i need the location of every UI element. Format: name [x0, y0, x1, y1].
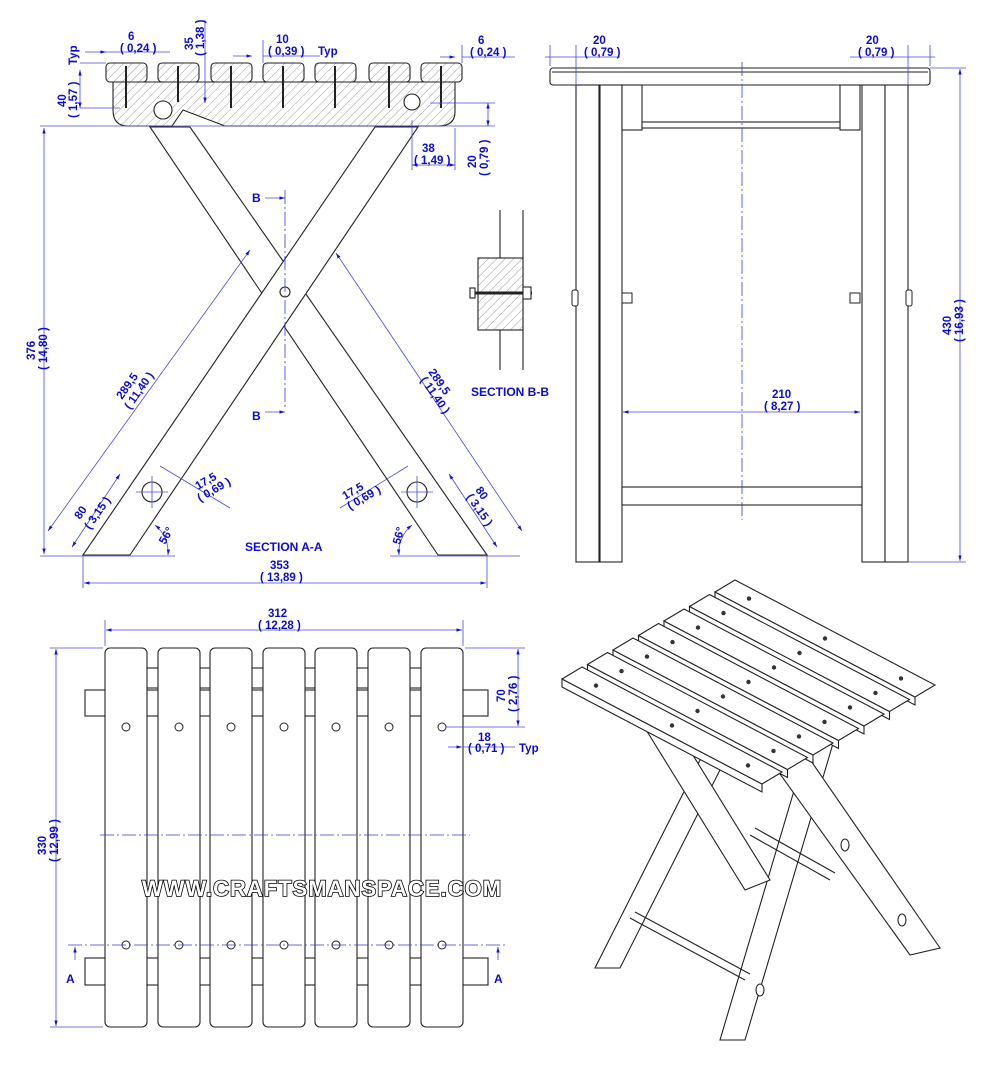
dim-screw-depth-in: ( 1,38 ) [195, 19, 207, 56]
top-view: A A 312 ( 12,28 ) 330 ( 12,99 ) 70 ( 2,7… [37, 608, 539, 1028]
dim-seat-thickness-mm: 40 [57, 94, 69, 107]
screw-icon [669, 723, 675, 728]
section-bb-view: SECTION B-B [469, 210, 549, 399]
dim-slat-edge-left-mm: 6 [128, 31, 134, 43]
dim-base-width-mm: 353 [270, 560, 289, 572]
dim-hole-height-in: ( 0,79 ) [479, 139, 491, 176]
dim-screw-edge-in: ( 0,71 ) [468, 743, 505, 755]
screw-icon [797, 650, 802, 656]
dim-hole-height-mm: 20 [467, 155, 479, 168]
isometric-view [560, 579, 941, 1041]
dim-inner-width-in: ( 8,27 ) [764, 401, 801, 413]
dim-screw-offset-in: ( 2,76 ) [508, 675, 520, 712]
dim-seat-thickness-in: ( 1,57 ) [68, 81, 80, 118]
screw-icon [746, 679, 751, 685]
screw-icon [796, 734, 802, 739]
dim-slat-edge-right-in: ( 0,24 ) [470, 47, 507, 59]
dim-overhang-right-mm: 20 [866, 35, 879, 47]
dim-height-mm: 430 [942, 316, 954, 335]
iso-slats [560, 579, 937, 793]
watermark: WWW.CRAFTSMANSPACE.COM [142, 876, 502, 901]
screw-icon [898, 676, 904, 681]
screw-icon [695, 708, 700, 714]
top-view-slats [104, 647, 464, 1028]
dim-width-mm: 312 [268, 608, 287, 620]
screw-icon [670, 639, 675, 645]
cut-label-a-left: A [66, 972, 75, 986]
screw-icon [644, 654, 650, 659]
dim-width-in: ( 12,28 ) [258, 620, 301, 632]
front-view: 20 ( 0,79 ) 20 ( 0,79 ) 430 ( 16,93 ) 21… [545, 35, 966, 563]
dim-height-in: ( 16,93 ) [954, 299, 966, 342]
dim-inner-width-mm: 210 [772, 389, 791, 401]
screw-icon [771, 665, 777, 670]
dim-overhang-left-mm: 20 [593, 35, 606, 47]
screw-icon [873, 690, 878, 696]
dim-screw-edge-typ: Typ [519, 743, 539, 755]
pivot-hole-left [153, 100, 173, 120]
pivot-hole-right [403, 93, 421, 111]
dim-angle-left: 56° [157, 525, 176, 546]
screw-icon [822, 636, 828, 641]
dim-depth-mm: 330 [37, 836, 49, 855]
section-aa-title: SECTION A-A [245, 540, 323, 554]
cut-label-b-top: B [252, 191, 261, 205]
dim-total-height-mm: 376 [26, 341, 38, 360]
screw-icon [695, 625, 701, 630]
dim-total-height-in: ( 14,80 ) [38, 327, 50, 370]
screw-icon [847, 705, 853, 710]
dim-hole-offset-mm: 38 [422, 143, 435, 155]
screw-icon [822, 719, 827, 725]
dim-hole-offset-in: ( 1,49 ) [414, 155, 451, 167]
screw-icon [720, 694, 726, 699]
dim-slat-gap-mm: 10 [276, 34, 289, 46]
dim-slat-gap-in: ( 0,39 ) [268, 46, 305, 58]
dim-depth-in: ( 12,99 ) [49, 819, 61, 862]
dim-screw-offset-mm: 70 [496, 689, 508, 702]
dim-slat-edge-left-in: ( 0,24 ) [120, 43, 157, 55]
bolts [571, 289, 913, 307]
dim-slat-edge-right-mm: 6 [478, 35, 484, 47]
screw-icon [619, 668, 624, 674]
screw-icon [746, 596, 752, 601]
dim-base-width-in: ( 13,89 ) [260, 572, 303, 584]
screw-icon [721, 610, 726, 616]
screw-icon [593, 683, 599, 688]
section-bb-title: SECTION B-B [471, 385, 549, 399]
top-slat [549, 67, 931, 86]
iso-slat [560, 666, 784, 793]
dim-typ-label: Typ [68, 45, 80, 65]
screw-icon [745, 763, 751, 768]
dim-overhang-right-in: ( 0,79 ) [858, 47, 895, 59]
dim-screw-depth-mm: 35 [184, 37, 196, 50]
section-aa-view: B B SECTION A-A 6 ( 0,24 ) Typ 40 ( 1,57… [26, 19, 523, 588]
screw-icon [771, 748, 776, 754]
dim-angle-right: 56° [391, 525, 407, 545]
screws [125, 66, 442, 108]
dim-overhang-left-in: ( 0,79 ) [584, 47, 621, 59]
iso-legs [594, 709, 941, 1041]
dim-slat-gap-typ: Typ [318, 46, 338, 58]
dim-screw-edge-mm: 18 [478, 732, 491, 744]
cut-label-b-bottom: B [252, 409, 261, 423]
cut-label-a-right: A [494, 972, 503, 986]
